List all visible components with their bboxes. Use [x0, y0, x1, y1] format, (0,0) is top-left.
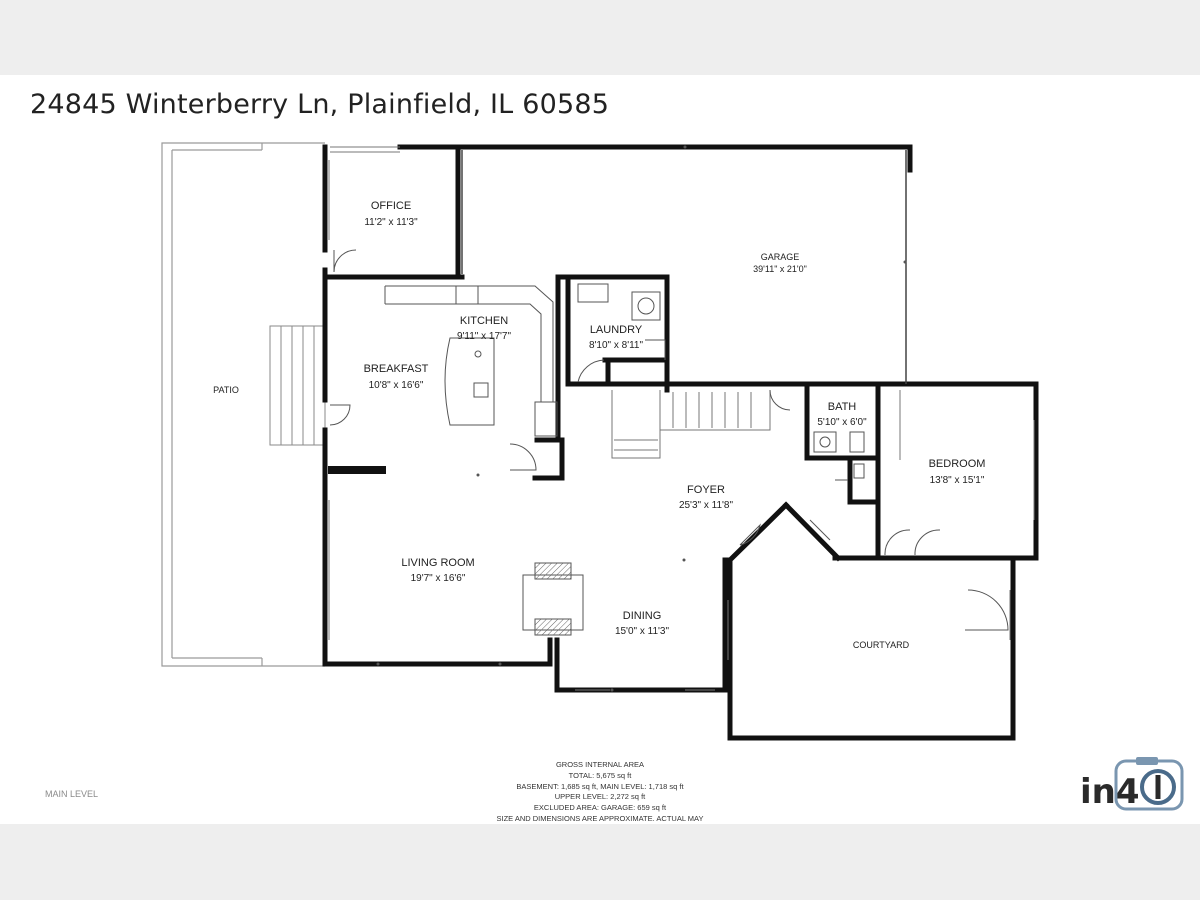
room-name-living-room: LIVING ROOM [401, 557, 474, 569]
door-swings [329, 249, 1009, 631]
patio-steps [269, 325, 326, 446]
property-address-title: 24845 Winterberry Ln, Plainfield, IL 605… [30, 89, 610, 120]
room-dims-foyer: 25'3" x 11'8" [679, 500, 734, 511]
room-dims-kitchen: 9'11" x 17'7" [457, 331, 512, 342]
area-summary: GROSS INTERNAL AREA TOTAL: 5,675 sq ft B… [472, 760, 728, 825]
room-name-patio: PATIO [213, 385, 239, 395]
fixture-marks [376, 145, 907, 692]
room-name-bedroom: BEDROOM [929, 458, 986, 470]
room-name-kitchen: KITCHEN [460, 315, 508, 327]
laundry-fixtures [577, 283, 661, 321]
room-name-garage: GARAGE [761, 252, 800, 262]
room-dims-living-room: 19'7" x 16'6" [411, 573, 466, 584]
room-dims-garage: 39'11" x 21'0" [753, 264, 807, 274]
room-dims-office: 11'2" x 11'3" [364, 217, 418, 228]
room-name-courtyard: COURTYARD [853, 640, 910, 650]
room-name-bath: BATH [828, 401, 857, 413]
room-dims-bedroom: 13'8" x 15'1" [930, 475, 985, 486]
room-name-office: OFFICE [371, 200, 411, 212]
room-name-laundry: LAUNDRY [590, 324, 643, 336]
room-name-foyer: FOYER [687, 484, 725, 496]
room-labels: PATIO OFFICE 11'2" x 11'3" GARAGE 39'11"… [213, 200, 985, 650]
area-total: TOTAL: 5,675 sq ft [568, 770, 632, 780]
room-dims-dining: 15'0" x 11'3" [615, 626, 670, 637]
area-upper: UPPER LEVEL: 2,272 sq ft [554, 792, 646, 802]
area-levels: BASEMENT: 1,685 sq ft, MAIN LEVEL: 1,718… [516, 781, 684, 791]
area-disclaimer: SIZE AND DIMENSIONS ARE APPROXIMATE. ACT… [496, 813, 704, 823]
staircase [611, 390, 771, 459]
room-dims-bath: 5'10" x 6'0" [817, 417, 867, 428]
floor-plan-drawing: PATIO OFFICE 11'2" x 11'3" GARAGE 39'11"… [161, 142, 1039, 741]
logo-text: in4 [1080, 772, 1140, 812]
floor-plan-sheet: 24845 Winterberry Ln, Plainfield, IL 605… [0, 75, 1200, 824]
level-label: MAIN LEVEL [45, 789, 99, 799]
room-name-breakfast: BREAKFAST [364, 363, 429, 375]
room-name-dining: DINING [623, 610, 662, 622]
area-excluded: EXCLUDED AREA: GARAGE: 659 sq ft [533, 803, 667, 813]
bath-fixtures [813, 431, 865, 479]
in4d-logo: in4 [1080, 757, 1184, 812]
room-dims-breakfast: 10'8" x 16'6" [369, 380, 424, 391]
garage-thin-walls [461, 150, 907, 384]
fireplace [522, 562, 584, 636]
room-dims-laundry: 8'10" x 8'11" [589, 340, 644, 351]
interior-thin-lines [328, 146, 1035, 691]
exterior-walls [322, 144, 1039, 741]
kitchen-counters [384, 285, 558, 437]
area-heading: GROSS INTERNAL AREA [555, 760, 645, 769]
patio-outline [161, 142, 325, 667]
